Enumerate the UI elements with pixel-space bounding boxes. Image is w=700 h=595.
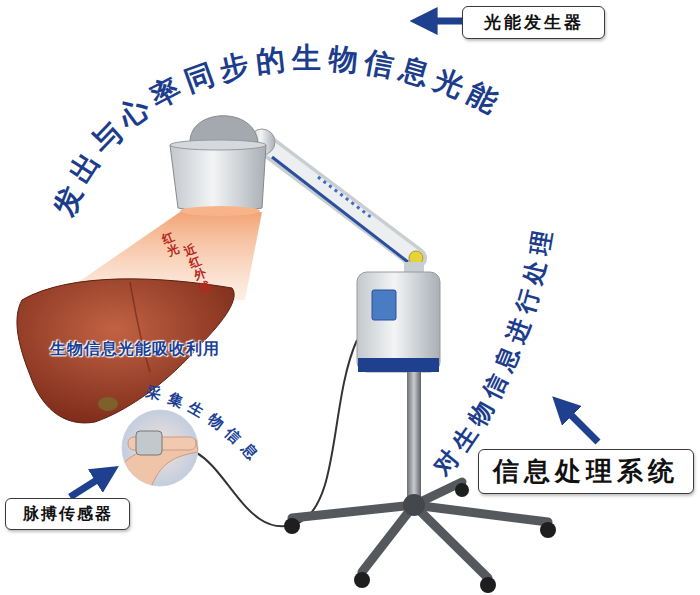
stand-pole	[407, 372, 421, 502]
box-label: 光能发生器	[484, 11, 584, 34]
label-box: 脉搏传感器	[5, 498, 130, 530]
box-label: 脉搏传感器	[23, 504, 113, 525]
lamp-arm	[262, 142, 416, 258]
liver	[17, 279, 234, 423]
gallbladder	[98, 397, 118, 411]
curved-caption: 采集生物信息	[143, 383, 266, 469]
lamp-dome	[190, 116, 258, 142]
wheels	[284, 483, 556, 593]
box-label: 信息处理系统	[493, 454, 679, 489]
pointer-arrow	[70, 478, 100, 497]
organ-label: 生物信息光能吸收利用	[50, 339, 220, 360]
pointer-arrow	[432, 18, 462, 25]
hand	[118, 431, 198, 490]
display-screen	[372, 290, 396, 320]
lamp-arm-face	[262, 142, 416, 258]
lamp-rim	[170, 140, 266, 150]
label-box: 光能发生器	[462, 6, 605, 39]
curved-caption: 对生物信息进行处理	[427, 222, 558, 482]
arm-vents	[318, 177, 372, 218]
arm-stripe	[272, 157, 408, 262]
lamp-head	[170, 145, 266, 213]
stand-base	[292, 482, 548, 578]
arched-caption: 发出与心率同步的生物信息光能	[46, 41, 509, 222]
pointer-arrow	[568, 412, 598, 442]
base-hub	[403, 494, 425, 516]
pulse-clip	[136, 431, 162, 455]
unit-band	[358, 358, 439, 372]
sensor-cable	[195, 340, 357, 526]
control-unit	[357, 272, 440, 372]
label-box: 信息处理系统	[478, 449, 694, 494]
liver-fissure	[130, 282, 150, 372]
lamp-glow	[180, 206, 260, 216]
